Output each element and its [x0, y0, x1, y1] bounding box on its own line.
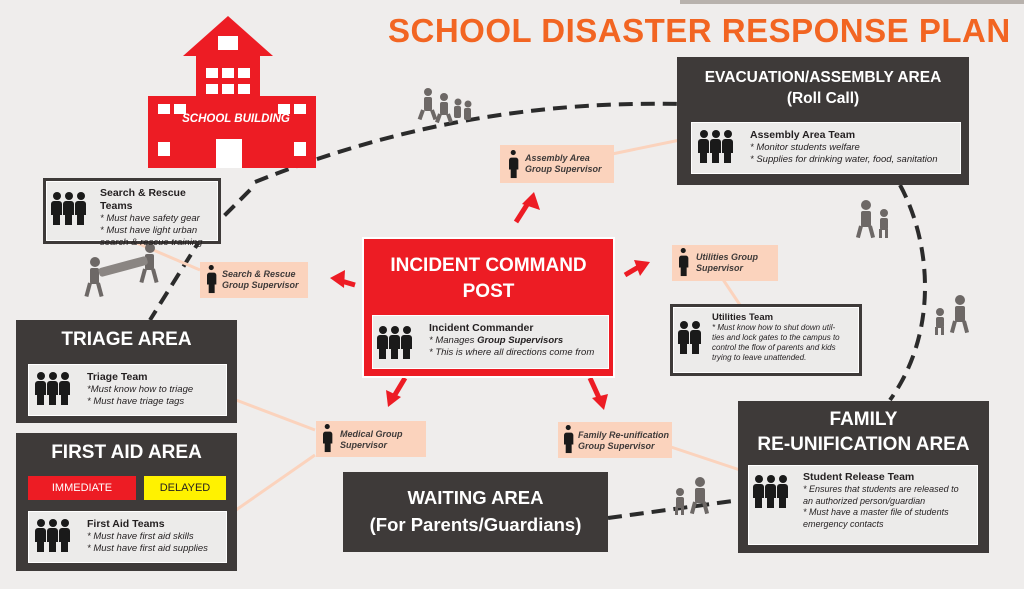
- waiting-to-family-path: [607, 498, 741, 520]
- first-aid-team-card: First Aid Teams * Must have first aid sk…: [28, 511, 227, 563]
- family-subtitle: RE-UNIFICATION AREA: [757, 434, 970, 455]
- incident-command-subtitle: POST: [462, 281, 515, 302]
- team-people-icon: [51, 192, 87, 230]
- search-rescue-duty: search & rescue training: [100, 237, 203, 248]
- assembly-team-name: Assembly Area Team: [750, 129, 856, 141]
- incident-commander-card: Incident Commander * Manages Group Super…: [372, 315, 609, 369]
- search-rescue-duty: * Must have light urban: [100, 225, 198, 236]
- evacuation-assembly-area: EVACUATION/ASSEMBLY AREA (Roll Call) Ass…: [677, 57, 969, 185]
- search-rescue-card-frame: Search & Rescue Teams * Must have safety…: [43, 178, 221, 248]
- student-release-team-card: Student Release Team * Ensures that stud…: [748, 465, 978, 545]
- corner-photo-strip: [680, 0, 1024, 4]
- supervisor-person-icon: [679, 248, 691, 286]
- incident-commander-duty: * This is where all directions come from: [429, 347, 595, 358]
- team-people-icon: [678, 321, 702, 359]
- supervisor-person-icon: [509, 150, 521, 188]
- student-release-duty: * Must have a master file of students: [803, 507, 949, 517]
- supervisor-label: Utilities Group: [696, 252, 759, 262]
- assembly-team-duty: * Monitor students welfare: [750, 142, 860, 153]
- team-people-icon: [753, 475, 789, 513]
- search-rescue-team-name: Search & Rescue Teams: [100, 187, 186, 212]
- evacuation-subtitle: (Roll Call): [786, 90, 860, 107]
- search-rescue-duty: * Must have safety gear: [100, 213, 200, 224]
- first-aid-team-duty: * Must have first aid skills: [87, 531, 194, 542]
- triage-title: TRIAGE AREA: [61, 329, 192, 350]
- assembly-to-family-path: [888, 184, 927, 402]
- first-aid-team-name: First Aid Teams: [87, 518, 165, 530]
- supervisor-label: Group Supervisor: [525, 164, 602, 174]
- supervisor-label: Supervisor: [340, 440, 388, 450]
- incident-commander-name: Incident Commander: [429, 322, 534, 334]
- triage-team-duty: *Must know how to triage: [87, 384, 194, 395]
- immediate-tag: IMMEDIATE: [28, 476, 136, 500]
- triage-area: TRIAGE AREA Triage Team *Must know how t…: [16, 320, 237, 423]
- utilities-team-duty: trying to leave unattended.: [712, 353, 807, 362]
- utilities-team-duty: ties and lock gates to the campus to: [712, 333, 840, 342]
- school-building-illustration: SCHOOL BUILDING: [148, 14, 318, 172]
- waiting-area: WAITING AREA (For Parents/Guardians): [343, 472, 608, 552]
- student-release-team-name: Student Release Team: [803, 471, 915, 483]
- school-building-label: SCHOOL BUILDING: [182, 113, 290, 125]
- supervisor-label: Search & Rescue: [222, 269, 296, 279]
- incident-command-post: INCIDENT COMMAND POST Incident Commander…: [362, 237, 615, 378]
- incident-commander-duty: * Manages Group Supervisors: [429, 335, 564, 346]
- commander-people-icon: [377, 326, 413, 364]
- supervisor-label: Supervisor: [696, 263, 744, 273]
- supervisor-label: Medical Group: [340, 429, 403, 439]
- waiting-title: WAITING AREA: [407, 487, 544, 508]
- utilities-team-duty: control the flow of parents and kids: [712, 343, 836, 352]
- student-release-duty: * Ensures that students are released to: [803, 484, 959, 494]
- student-release-duty: emergency contacts: [803, 518, 884, 529]
- utilities-team-name: Utilities Team: [712, 312, 774, 323]
- first-aid-area: FIRST AID AREA IMMEDIATE DELAYED First A…: [16, 433, 237, 571]
- utilities-team-duty: * Must know how to shut down util-: [712, 323, 836, 332]
- triage-team-name: Triage Team: [87, 371, 148, 383]
- page-title: SCHOOL DISASTER RESPONSE PLAN: [388, 12, 1011, 49]
- triage-team-card: Triage Team *Must know how to triage * M…: [28, 364, 227, 416]
- supervisor-person-icon: [564, 425, 576, 463]
- utilities-card-frame: Utilities Team * Must know how to shut d…: [670, 304, 862, 376]
- first-aid-team-duty: * Must have first aid supplies: [87, 543, 208, 554]
- supervisor-label: Family Re-unification: [578, 430, 670, 440]
- incident-command-title: INCIDENT COMMAND: [390, 255, 587, 276]
- delayed-tag: DELAYED: [144, 476, 226, 500]
- supervisor-person-icon: [323, 424, 335, 462]
- triage-team-duty: * Must have triage tags: [87, 396, 185, 407]
- supervisor-label: Assembly Area: [525, 153, 590, 163]
- supervisor-person-icon: [207, 265, 219, 303]
- family-reunification-area: FAMILY RE-UNIFICATION AREA Student Relea…: [738, 401, 989, 553]
- supervisor-label: Group Supervisor: [578, 441, 655, 451]
- assembly-team-duty: * Supplies for drinking water, food, san…: [750, 154, 938, 165]
- search-rescue-team-card: Search & Rescue Teams * Must have safety…: [46, 181, 218, 248]
- utilities-team-card: Utilities Team * Must know how to shut d…: [673, 307, 859, 373]
- team-people-icon: [698, 130, 734, 168]
- supervisor-label: Group Supervisor: [222, 280, 299, 290]
- team-people-icon: [35, 372, 71, 410]
- family-title: FAMILY: [829, 409, 898, 430]
- student-release-duty: an authorized person/guardian: [803, 495, 926, 506]
- waiting-subtitle: (For Parents/Guardians): [369, 514, 582, 535]
- team-people-icon: [35, 519, 71, 557]
- first-aid-title: FIRST AID AREA: [51, 442, 202, 463]
- school-building-icon: [148, 16, 316, 168]
- evacuation-title: EVACUATION/ASSEMBLY AREA: [704, 69, 942, 86]
- assembly-team-card: Assembly Area Team * Monitor students we…: [691, 122, 961, 174]
